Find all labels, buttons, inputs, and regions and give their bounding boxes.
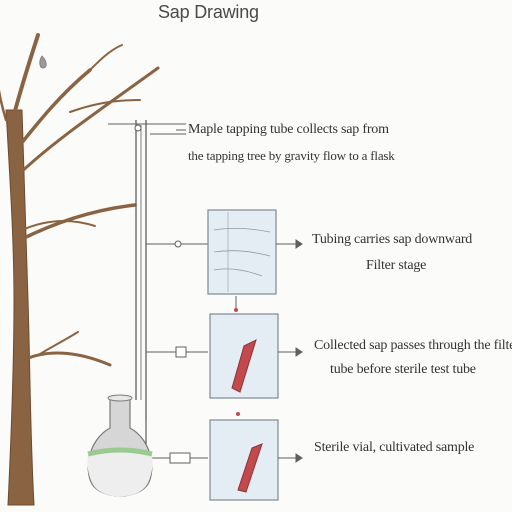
drip-drop-1 [234,308,238,312]
arrowhead-3 [295,453,303,463]
tree-branch [8,33,40,132]
filter-inner-line [213,228,271,277]
tree-branch [16,66,160,177]
annotation-2-line-1: Tubing carries sap downward [312,232,473,247]
sap-drop [39,55,47,69]
tree-branch [0,89,8,122]
collection-flask [87,394,153,497]
arrowhead-1 [295,239,303,249]
test-tube-2 [237,443,263,493]
connectors [146,240,208,464]
arrowhead-2 [295,347,303,357]
tree-branch [14,68,92,152]
test-tube-1 [231,339,257,393]
flask-rim [107,394,133,402]
annotation-1-line-1: Maple tapping tube collects sap from [188,122,389,137]
flask-liquid-surface [87,447,153,457]
annotation-1-line-2: the tapping tree by gravity flow to a fl… [188,148,395,163]
flask-liquid [87,451,153,497]
valve-2 [175,346,187,358]
tree-branch [21,220,96,231]
tubing [108,120,186,420]
valve-1 [174,240,182,248]
tree-branch [89,44,123,71]
tree-branch [69,99,141,113]
valve-3 [169,452,191,464]
annotation-3-line-1: Collected sap passes through the filter [314,338,512,353]
panels [207,209,279,501]
tap-spout [134,124,142,132]
drip-drop-2 [236,412,240,416]
annotation-2-line-2: Filter stage [366,258,427,273]
annotation-4-line-1: Sterile vial, cultivated sample [314,440,475,455]
tree-branch [22,351,112,367]
arrows [176,129,303,463]
tree-branch [18,203,137,242]
diagram-title: Sap Drawing [158,2,259,22]
filter-panel [207,209,277,295]
tree-trunk [5,109,35,506]
vial-panel [209,419,279,501]
annotation-3-line-2: tube before sterile test tube [330,362,476,377]
tree-branch [39,331,79,355]
tree-illustration [0,33,160,506]
